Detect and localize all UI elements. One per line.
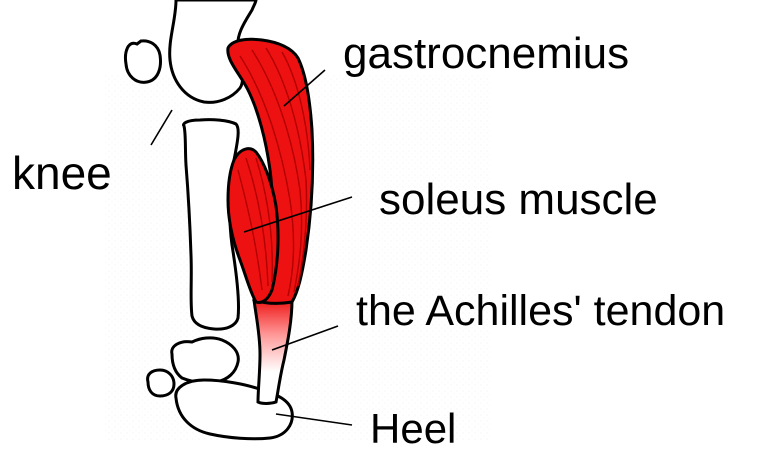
- gastrocnemius-label: gastrocnemius: [343, 32, 629, 76]
- knee-label: knee: [12, 150, 112, 196]
- talus-bone: [172, 338, 239, 383]
- patella-bone: [125, 41, 160, 82]
- soleus-label: soleus muscle: [379, 178, 658, 222]
- tarsal-bone: [148, 370, 174, 396]
- achilles-tendon-label: the Achilles' tendon: [356, 290, 725, 333]
- heel-label: Heel: [370, 408, 456, 450]
